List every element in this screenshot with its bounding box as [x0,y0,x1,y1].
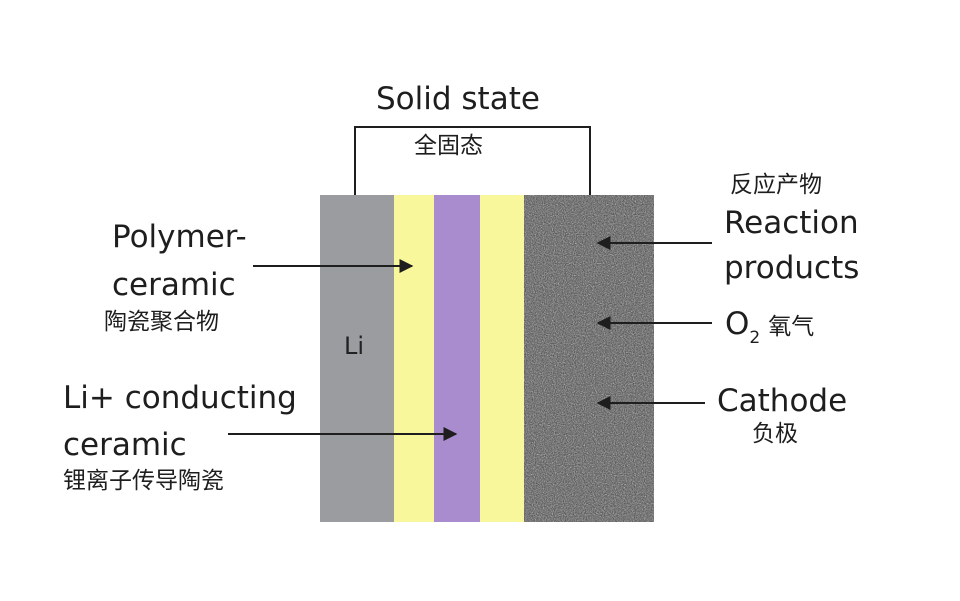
cathode-label: Cathode [717,383,848,419]
oxygen-label-cn: 氧气 [768,314,815,340]
solid-state-title: Solid state [376,81,540,117]
reaction-products-label-line1: Reaction [724,205,859,241]
reaction-products-label-line2: products [724,250,860,286]
cathode-texture [524,195,654,522]
cathode-label-cn: 负极 [752,421,798,447]
li-ceramic-label-line2: ceramic [63,427,187,463]
polymer-ceramic-label-line1: Polymer- [112,219,247,255]
lithium-label: Li [344,332,365,360]
oxygen-symbol: O [725,306,750,342]
polymer-ceramic-label-line2: ceramic [112,267,236,303]
lithium-anode-layer: Li [320,195,394,522]
oxygen-label: O2 氧气 [725,306,815,347]
polymer-ceramic-label-cn: 陶瓷聚合物 [104,309,219,335]
solid-state-bracket [354,126,591,195]
oxygen-subscript: 2 [749,328,761,348]
li-ceramic-label-line1: Li+ conducting [63,380,297,416]
polymer-ceramic-layer-left [394,195,434,522]
li-conducting-ceramic-layer [434,195,480,522]
polymer-ceramic-layer-right [480,195,524,522]
reaction-products-label-cn: 反应产物 [730,172,822,198]
li-ceramic-label-cn: 锂离子传导陶瓷 [63,468,224,494]
solid-state-title-cn: 全固态 [414,133,483,159]
